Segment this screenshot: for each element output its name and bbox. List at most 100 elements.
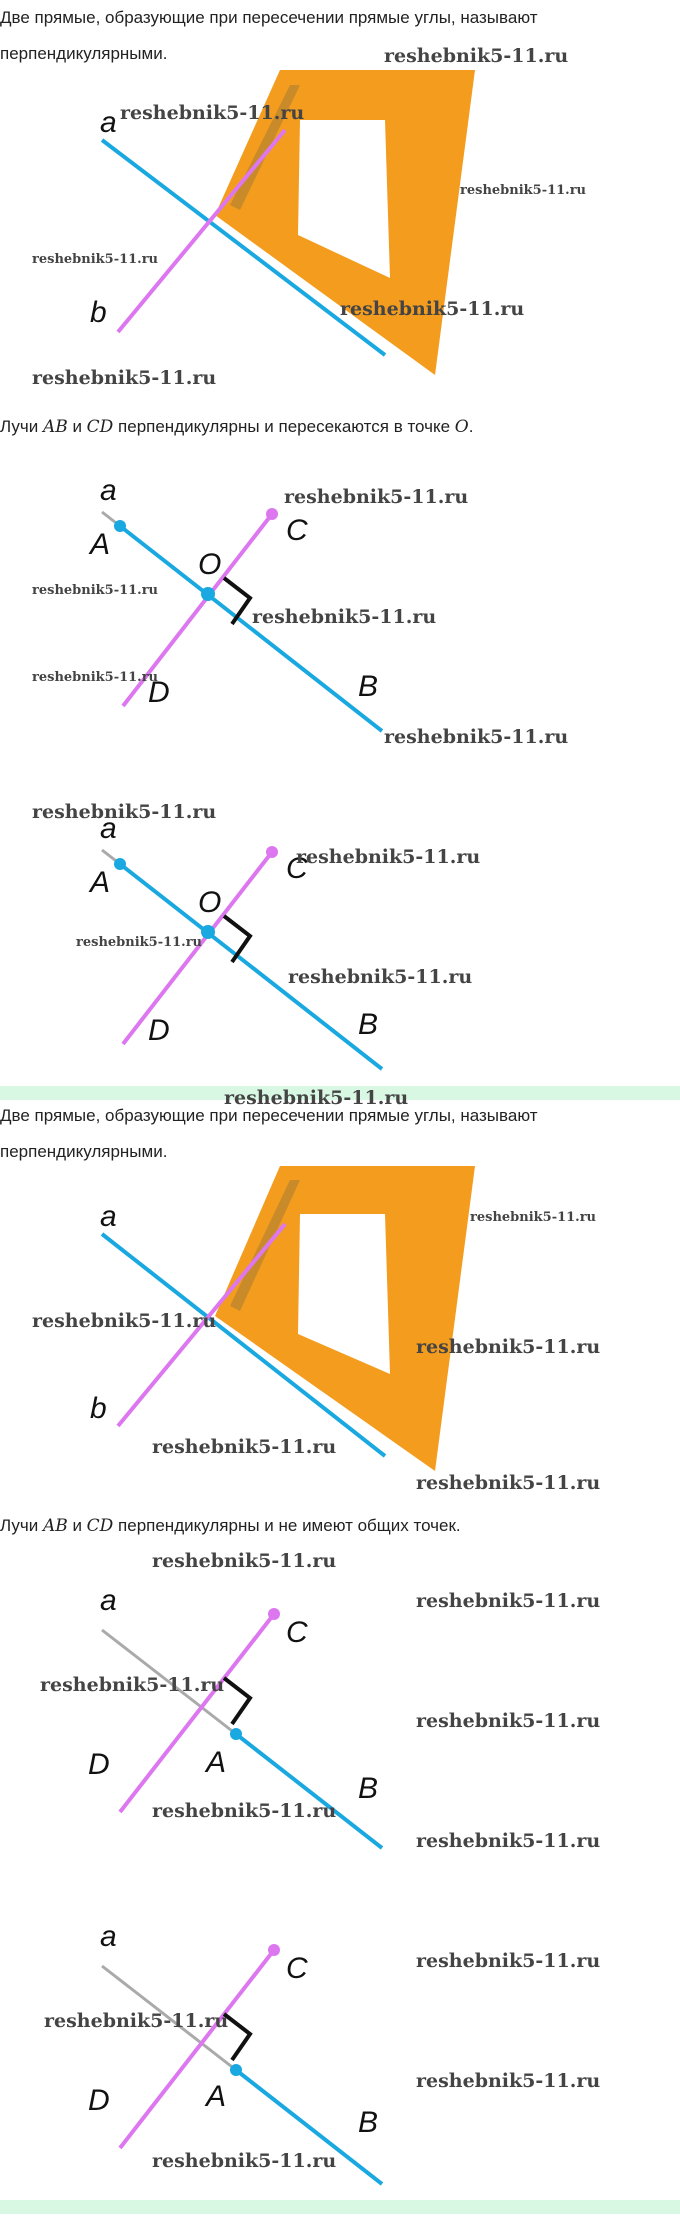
watermark: reshebnik5-11.ru bbox=[32, 1310, 217, 1332]
ray-cd: CD bbox=[86, 1516, 114, 1536]
watermark: reshebnik5-11.ru bbox=[470, 1210, 597, 1225]
label-a: a bbox=[100, 1920, 117, 1953]
disjoint-rays-figure-1: a A C D B bbox=[88, 1584, 384, 1850]
watermark: reshebnik5-11.ru bbox=[416, 1830, 601, 1852]
point-o-dot bbox=[201, 587, 215, 601]
label-D: D bbox=[88, 2084, 110, 2117]
section-separator bbox=[0, 1086, 680, 1100]
section-separator bbox=[0, 2200, 680, 2214]
line-a-gray bbox=[101, 1964, 237, 2072]
ray-cd: CD bbox=[86, 417, 114, 437]
watermark: reshebnik5-11.ru bbox=[76, 935, 203, 950]
rays-no-common-points-text: Лучи AB и CD перпендикулярны и не имеют … bbox=[0, 1516, 461, 1536]
label-a: a bbox=[100, 474, 117, 507]
ray-ab-line bbox=[118, 862, 384, 1071]
label-A: A bbox=[204, 2080, 226, 2113]
right-angle-mark bbox=[222, 1676, 253, 1726]
label-D: D bbox=[88, 1748, 110, 1781]
point-c-dot bbox=[268, 1608, 280, 1620]
watermark: reshebnik5-11.ru bbox=[384, 45, 569, 67]
watermark: reshebnik5-11.ru bbox=[152, 2150, 337, 2172]
ray-cd-line bbox=[121, 850, 274, 1046]
watermark: reshebnik5-11.ru bbox=[152, 1436, 337, 1458]
watermark: reshebnik5-11.ru bbox=[284, 486, 469, 508]
watermark: reshebnik5-11.ru bbox=[40, 1674, 225, 1696]
point-a-dot bbox=[230, 1728, 242, 1740]
point-c-dot bbox=[268, 1944, 280, 1956]
watermark: reshebnik5-11.ru bbox=[224, 1087, 409, 1109]
watermark: reshebnik5-11.ru bbox=[288, 966, 473, 988]
ray-ab-line bbox=[118, 524, 384, 733]
label-b: b bbox=[90, 296, 107, 329]
label-B: B bbox=[358, 670, 378, 703]
label-A: A bbox=[204, 1746, 226, 1779]
label-b: b bbox=[90, 1392, 107, 1425]
point-a-dot bbox=[230, 2064, 242, 2076]
label-B: B bbox=[358, 2106, 378, 2139]
watermark: reshebnik5-11.ru bbox=[416, 1336, 601, 1358]
set-square-hole bbox=[298, 1214, 390, 1374]
right-angle-mark bbox=[222, 2012, 253, 2062]
label-a: a bbox=[100, 812, 117, 845]
ray-ab: AB bbox=[42, 417, 68, 437]
point-o-dot bbox=[201, 925, 215, 939]
point-o: O bbox=[454, 417, 469, 437]
label-C: C bbox=[286, 1952, 308, 1985]
label-C: C bbox=[286, 514, 308, 547]
set-square-hole bbox=[298, 120, 390, 278]
intersecting-rays-figure-2: a A O C D B bbox=[88, 812, 384, 1071]
watermark: reshebnik5-11.ru bbox=[152, 1550, 337, 1572]
watermark: reshebnik5-11.ru bbox=[416, 1472, 601, 1494]
watermark: reshebnik5-11.ru bbox=[32, 801, 217, 823]
ruler-scale bbox=[230, 85, 300, 210]
line-a bbox=[100, 1232, 387, 1458]
intersecting-rays-figure-1: a A O C D B bbox=[88, 474, 384, 733]
line-a-gray bbox=[101, 1628, 237, 1736]
watermark: reshebnik5-11.ru bbox=[340, 298, 525, 320]
watermark: reshebnik5-11.ru bbox=[416, 1710, 601, 1732]
watermark: reshebnik5-11.ru bbox=[252, 606, 437, 628]
right-angle-mark bbox=[222, 914, 253, 964]
definition-text-1: Две прямые, образующие при пересечении п… bbox=[0, 8, 538, 63]
watermark: reshebnik5-11.ru bbox=[32, 252, 159, 267]
label-D: D bbox=[148, 676, 170, 709]
point-a-dot bbox=[114, 858, 126, 870]
watermark: reshebnik5-11.ru bbox=[152, 1800, 337, 1822]
right-angle-mark bbox=[222, 576, 253, 626]
label-C: C bbox=[286, 1616, 308, 1649]
watermark: reshebnik5-11.ru bbox=[416, 1590, 601, 1612]
watermark: reshebnik5-11.ru bbox=[44, 2010, 229, 2032]
ray-ab-line bbox=[234, 1732, 384, 1850]
label-C: C bbox=[286, 852, 308, 885]
watermark: reshebnik5-11.ru bbox=[384, 726, 569, 748]
label-A: A bbox=[88, 528, 110, 561]
definition-text-2: Две прямые, образующие при пересечении п… bbox=[0, 1106, 538, 1161]
watermark: reshebnik5-11.ru bbox=[296, 846, 481, 868]
label-B: B bbox=[358, 1008, 378, 1041]
label-A: A bbox=[88, 866, 110, 899]
line-b bbox=[116, 128, 287, 334]
label-a: a bbox=[100, 1584, 117, 1617]
line-b bbox=[116, 1222, 287, 1428]
point-a-dot bbox=[114, 520, 126, 532]
disjoint-rays-figure-2: a A C D B bbox=[88, 1920, 384, 2186]
watermark: reshebnik5-11.ru bbox=[416, 2070, 601, 2092]
watermark: reshebnik5-11.ru bbox=[416, 1950, 601, 1972]
label-a: a bbox=[100, 1200, 117, 1233]
watermark: reshebnik5-11.ru bbox=[460, 183, 587, 198]
ray-cd-line bbox=[118, 1612, 276, 1814]
ray-cd-line bbox=[121, 512, 274, 708]
label-O: O bbox=[198, 548, 221, 581]
watermark: reshebnik5-11.ru bbox=[32, 670, 159, 685]
set-square-figure-1: a b bbox=[90, 70, 475, 375]
set-square-figure-2: a b bbox=[90, 1166, 475, 1471]
watermark: reshebnik5-11.ru bbox=[32, 583, 159, 598]
label-B: B bbox=[358, 1772, 378, 1805]
point-c-dot bbox=[266, 508, 278, 520]
label-O: O bbox=[198, 886, 221, 919]
ray-ab: AB bbox=[42, 1516, 68, 1536]
watermark: reshebnik5-11.ru bbox=[120, 102, 305, 124]
point-c-dot bbox=[266, 846, 278, 858]
ray-cd-line bbox=[118, 1948, 276, 2150]
rays-intersect-text: Лучи AB и CD перпендикулярны и пересекаю… bbox=[0, 417, 474, 437]
